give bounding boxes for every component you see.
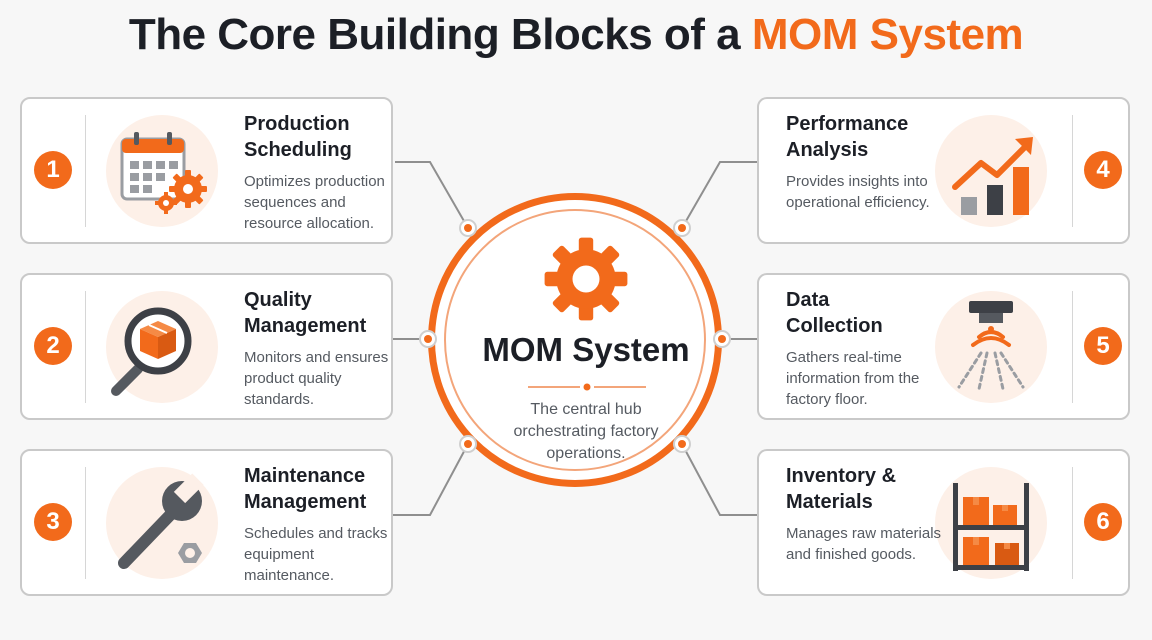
magnifier-box-icon — [106, 291, 218, 403]
hub-inner-ring: MOM System The central hub orchestrating… — [444, 209, 706, 471]
card-text: Maintenance Management Schedules and tra… — [244, 463, 404, 586]
bar-chart-arrow-icon — [935, 115, 1047, 227]
card-divider — [85, 291, 86, 403]
card-divider — [1072, 291, 1073, 403]
card-description: Schedules and tracks equipment maintenan… — [244, 525, 388, 584]
step-number-badge: 2 — [34, 327, 72, 365]
card-inventory-materials: 6 Inventory & Materials Manages raw mate… — [757, 449, 1130, 596]
connector-dot — [459, 219, 477, 237]
card-text: Performance Analysis Provides insights i… — [786, 111, 946, 213]
card-title: Inventory & Materials — [786, 465, 897, 513]
card-text: Quality Management Monitors and ensures … — [244, 287, 404, 410]
bar-chart-arrow-icon-wrap — [931, 115, 1051, 227]
card-title: Production Scheduling — [244, 113, 352, 161]
card-maintenance-management: 3 Maintenance Management Schedules and t… — [20, 449, 393, 596]
card-divider — [85, 467, 86, 579]
card-data-collection: 5 Data Collection Gathers real-time info… — [757, 273, 1130, 420]
hub-divider — [528, 383, 646, 391]
gear-icon — [544, 237, 628, 321]
wrench-nut-icon-wrap — [102, 467, 222, 579]
card-description: Provides insights into operational effic… — [786, 173, 930, 211]
card-description: Manages raw materials and finished goods… — [786, 525, 942, 563]
connector-dot — [673, 435, 691, 453]
card-title: Maintenance Management — [244, 465, 367, 513]
wrench-nut-icon — [106, 467, 218, 579]
magnifier-box-icon-wrap — [102, 291, 222, 403]
card-description: Gathers real-time information from the f… — [786, 349, 920, 408]
sensor-icon-wrap — [931, 291, 1051, 403]
card-divider — [1072, 115, 1073, 227]
connector-dot — [459, 435, 477, 453]
page-title: The Core Building Blocks of a MOM System — [0, 10, 1152, 60]
step-number-badge: 5 — [1084, 327, 1122, 365]
calendar-gears-icon — [106, 115, 218, 227]
mom-system-hub: MOM System The central hub orchestrating… — [428, 193, 722, 487]
shelf-boxes-icon — [935, 467, 1047, 579]
title-main: The Core Building Blocks of a — [128, 10, 741, 59]
step-number-badge: 1 — [34, 151, 72, 189]
card-quality-management: 2 Quality Management Monitors and ensure… — [20, 273, 393, 420]
card-divider — [1072, 467, 1073, 579]
connector-dot — [713, 330, 731, 348]
card-divider — [85, 115, 86, 227]
hub-title: MOM System — [482, 331, 690, 368]
connector-dot — [419, 330, 437, 348]
sensor-icon — [935, 291, 1047, 403]
title-accent: MOM System — [751, 10, 1024, 59]
card-text: Data Collection Gathers real-time inform… — [786, 287, 946, 410]
card-text: Production Scheduling Optimizes producti… — [244, 111, 404, 234]
step-number-badge: 3 — [34, 503, 72, 541]
card-title: Quality Management — [244, 289, 367, 337]
card-performance-analysis: 4 Performance Analysis Provides insights… — [757, 97, 1130, 244]
shelf-boxes-icon-wrap — [931, 467, 1051, 579]
card-description: Optimizes production sequences and resou… — [244, 173, 385, 232]
step-number-badge: 6 — [1084, 503, 1122, 541]
card-production-scheduling: 1 — [20, 97, 393, 244]
calendar-gears-icon-wrap — [102, 115, 222, 227]
card-text: Inventory & Materials Manages raw materi… — [786, 463, 946, 565]
connector-dot — [673, 219, 691, 237]
card-title: Performance Analysis — [786, 113, 909, 161]
card-title: Data Collection — [786, 289, 883, 337]
step-number-badge: 4 — [1084, 151, 1122, 189]
card-description: Monitors and ensures product quality sta… — [244, 349, 389, 408]
hub-subtitle: The central hub orchestrating factory op… — [513, 401, 659, 462]
